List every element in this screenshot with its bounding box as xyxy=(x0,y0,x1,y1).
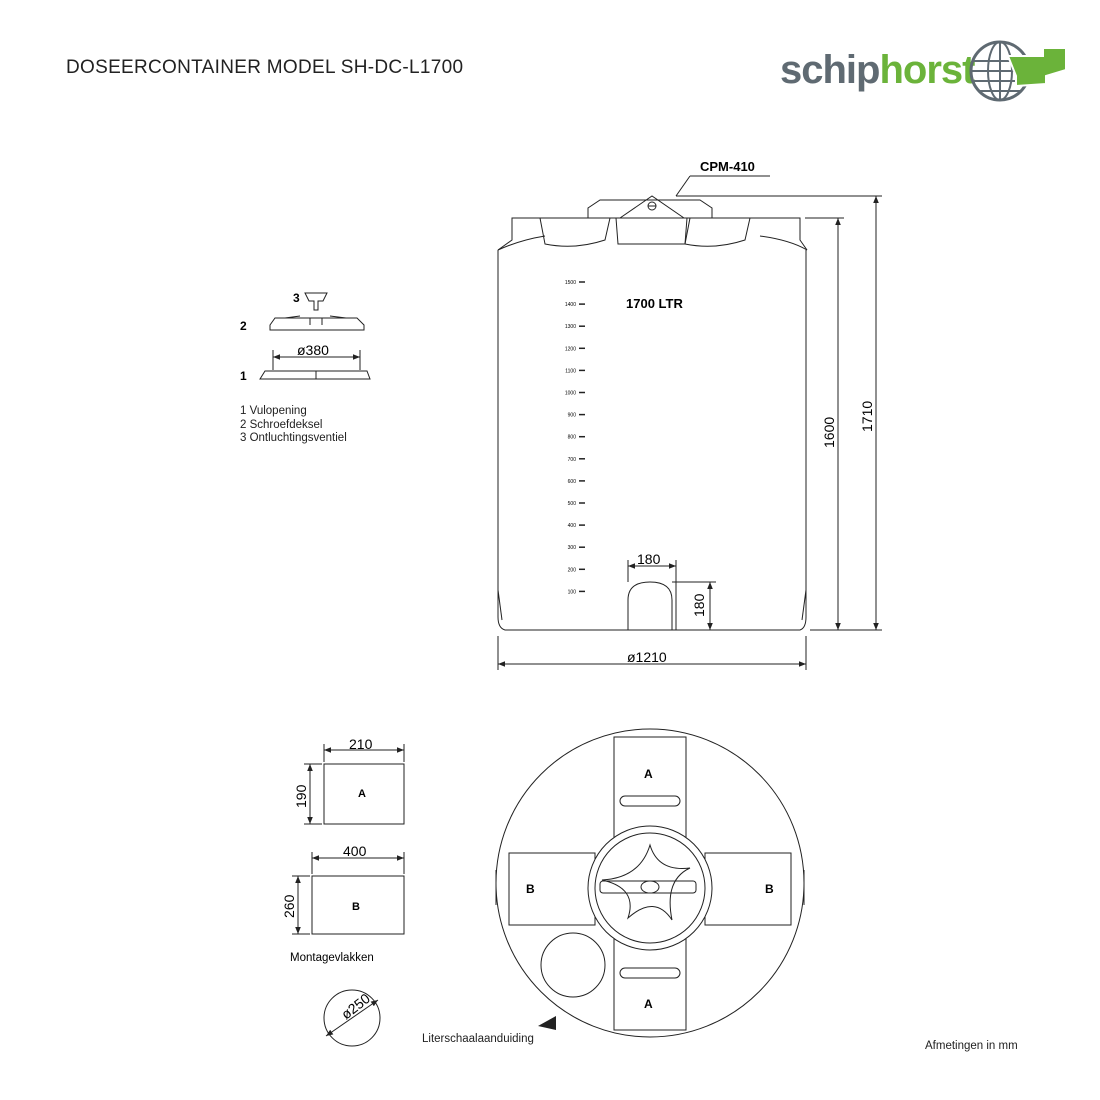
dim-diameter: ø1210 xyxy=(627,649,667,665)
dim-opening-height: 180 xyxy=(691,593,707,617)
scale-mark-label: 1000 xyxy=(565,391,576,397)
scale-indicator-icon xyxy=(538,1016,556,1030)
top-label-a-bottom: A xyxy=(644,997,653,1011)
dim-a-height: 190 xyxy=(293,784,309,808)
liter-scale: 1500 1400 1300 1200 1100 1000 900 800 700 600 500 4… xyxy=(565,280,585,595)
scale-mark-label: 300 xyxy=(568,545,577,551)
schiphorst-logo: schiphorst xyxy=(775,30,1075,110)
dim-height-body: 1600 xyxy=(821,417,837,448)
dim-height-total: 1710 xyxy=(859,401,875,432)
scale-mark-label: 1400 xyxy=(565,302,576,308)
mount-a-label: A xyxy=(358,788,366,800)
dim-380: ø380 xyxy=(297,342,329,358)
legend-item-2: 2 Schroefdeksel xyxy=(240,418,323,431)
tank-top-view xyxy=(495,728,805,1038)
legend-item-1: 1 Vulopening xyxy=(240,405,307,417)
scale-mark-label: 1200 xyxy=(565,346,576,352)
part-num-3: 3 xyxy=(293,291,300,305)
scale-mark-label: 1100 xyxy=(565,368,576,374)
mounting-caption: Montagevlakken xyxy=(290,952,374,964)
units-note: Afmetingen in mm xyxy=(925,1040,1018,1052)
dim-opening-width: 180 xyxy=(637,551,661,567)
dim-a-width: 210 xyxy=(349,736,373,752)
parts-legend: 1 Vulopening 2 Schroefdeksel 3 Ontluchti… xyxy=(240,405,347,446)
globe-icon xyxy=(969,40,1067,102)
scale-mark-label: 1500 xyxy=(565,280,576,286)
part-num-1: 1 xyxy=(240,369,247,383)
top-label-b-left: B xyxy=(526,882,535,896)
capacity-label: 1700 LTR xyxy=(626,296,683,311)
scale-mark-label: 600 xyxy=(568,479,577,485)
legend-item-3: 3 Ontluchtingsventiel xyxy=(240,432,347,444)
dim-b-width: 400 xyxy=(343,843,367,859)
scale-mark-label: 1300 xyxy=(565,324,576,330)
lid-label: CPM-410 xyxy=(700,159,755,174)
logo-wordmark: schiphorst xyxy=(780,48,975,93)
scale-mark-label: 500 xyxy=(568,501,577,507)
part-num-2: 2 xyxy=(240,319,247,333)
tank-front-view xyxy=(497,175,882,670)
parts-drawing xyxy=(259,292,371,380)
scale-mark-label: 400 xyxy=(568,523,577,529)
scale-mark-label: 900 xyxy=(568,413,577,419)
scale-mark-label: 200 xyxy=(568,567,577,573)
page-title: DOSEERCONTAINER MODEL SH-DC-L1700 xyxy=(66,57,464,78)
logo-part-green: horst xyxy=(879,48,975,92)
top-label-b-right: B xyxy=(765,882,774,896)
logo-part-gray: schip xyxy=(780,48,880,92)
scale-mark-label: 100 xyxy=(568,589,577,595)
mount-b-label: B xyxy=(352,901,360,913)
scale-mark-label: 700 xyxy=(568,457,577,463)
top-label-a-top: A xyxy=(644,767,653,781)
scale-mark-label: 800 xyxy=(568,435,577,441)
mounting-surfaces xyxy=(292,744,405,1047)
scale-caption: Literschaalaanduiding xyxy=(422,1033,534,1045)
dim-b-height: 260 xyxy=(281,894,297,918)
